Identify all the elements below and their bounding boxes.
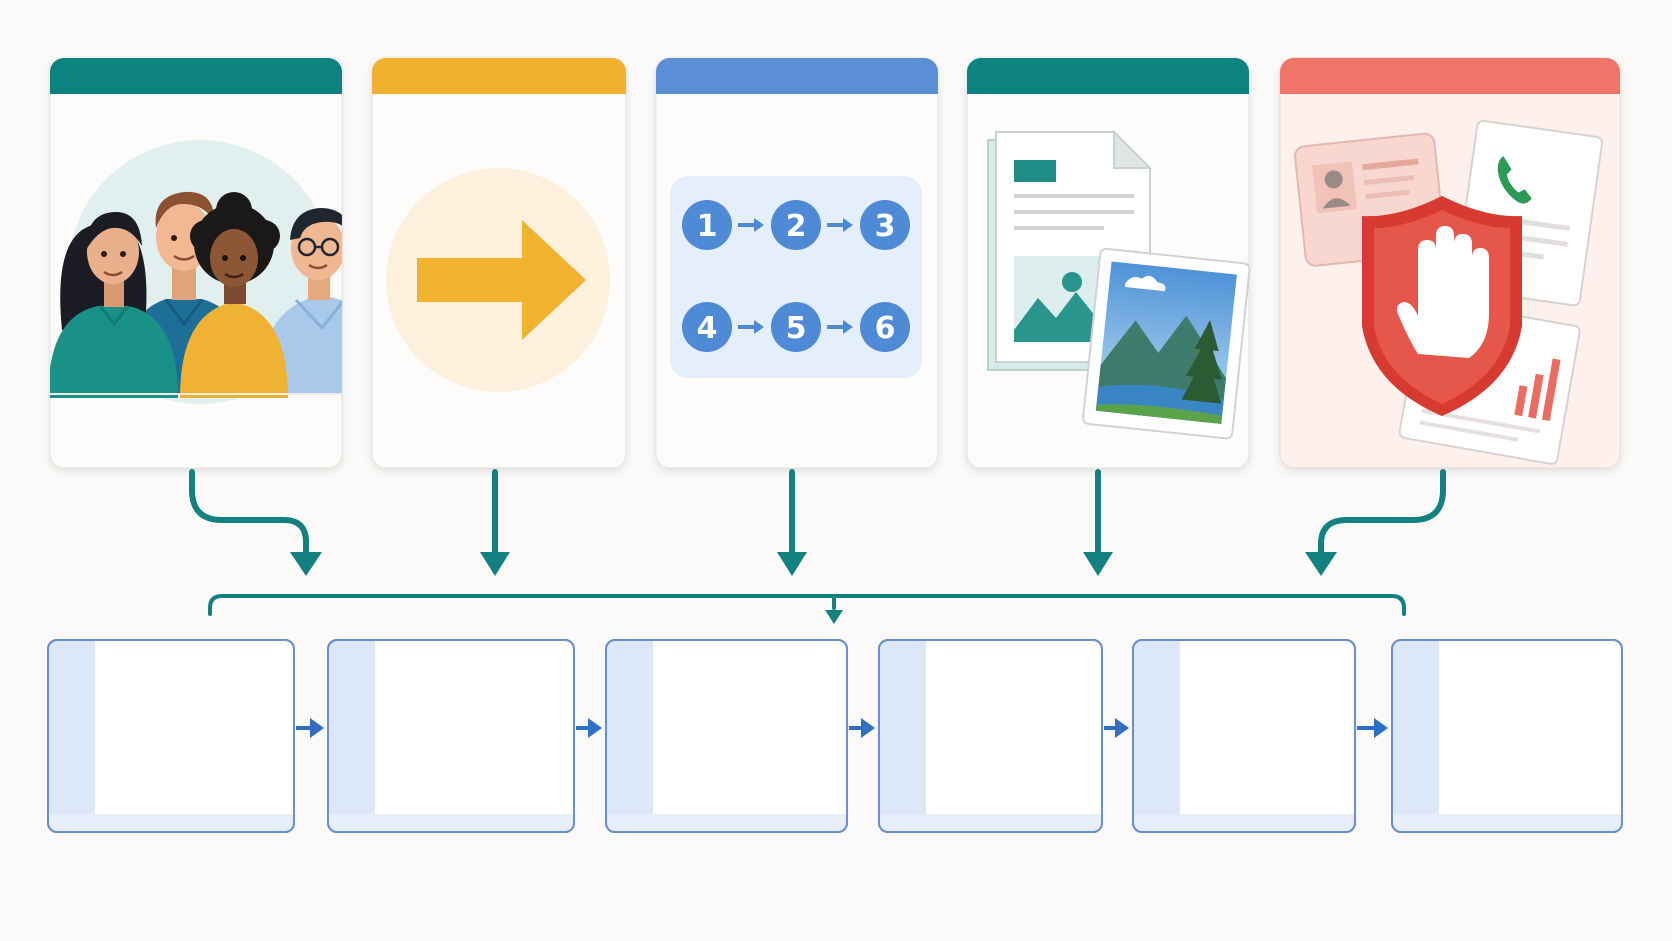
flow-box-outline <box>47 639 295 833</box>
card-header-bar <box>656 58 938 94</box>
connector-privacy <box>1318 469 1446 557</box>
flow-box-sidebar <box>49 641 95 816</box>
arrow-right-icon <box>386 168 610 392</box>
numbered-steps-icon: 1 2 3 4 5 6 <box>670 176 922 378</box>
arrowhead-arrow <box>480 552 510 576</box>
flow-box-outline <box>605 639 848 833</box>
person-glasses <box>258 208 342 395</box>
shield-stop-hand-icon <box>1362 196 1522 416</box>
arrowhead-merge <box>825 610 843 624</box>
flow-box-5 <box>1132 639 1356 833</box>
photo-icon <box>1082 247 1251 440</box>
step-circle <box>771 200 821 250</box>
flow-row <box>47 639 1623 833</box>
people-group-icon <box>50 140 342 404</box>
card-people-image-divider <box>50 393 342 395</box>
flow-box-sidebar <box>880 641 926 816</box>
step-circle <box>771 302 821 352</box>
person-woman-left <box>50 212 178 398</box>
arrowhead-people <box>290 552 322 576</box>
step-number: 3 <box>875 209 896 244</box>
flow-box-footer <box>1134 814 1354 831</box>
connector-lines <box>189 469 1446 616</box>
step-circle <box>682 200 732 250</box>
step-1: 1 <box>682 200 732 250</box>
flow-box-outline <box>1391 639 1623 833</box>
step-arrow-head <box>843 320 853 334</box>
flow-box-outline <box>327 639 575 833</box>
flow-box-2 <box>327 639 575 833</box>
card-header-bar <box>372 58 626 94</box>
step-number: 2 <box>786 209 807 244</box>
step-2: 2 <box>771 200 821 250</box>
privacy-shield-stop-icon <box>1294 119 1604 465</box>
person-woman-curly <box>180 192 288 398</box>
connector-arrowheads <box>290 552 1337 624</box>
step-3: 3 <box>860 200 910 250</box>
flow-arrow-head <box>1374 718 1388 738</box>
flow-box-footer <box>329 814 573 831</box>
step-number: 6 <box>875 311 896 346</box>
flow-arrow-head <box>1115 718 1129 738</box>
arrowhead-steps <box>777 552 807 576</box>
arrowhead-privacy <box>1305 552 1337 576</box>
flow-box-sidebar <box>1134 641 1180 816</box>
step-arrow-head <box>843 218 853 232</box>
connector-people <box>189 469 309 557</box>
merge-bracket <box>208 594 1406 616</box>
flow-box-sidebar <box>329 641 375 816</box>
flow-box-outline <box>1132 639 1356 833</box>
step-circle <box>860 200 910 250</box>
flow-box-3 <box>605 639 848 833</box>
flow-box-4 <box>878 639 1103 833</box>
step-arrow-head <box>754 320 764 334</box>
step-number: 1 <box>697 209 718 244</box>
flow-box-footer <box>49 814 293 831</box>
flow-box-sidebar <box>1393 641 1439 816</box>
flow-box-footer <box>880 814 1101 831</box>
step-4: 4 <box>682 302 732 352</box>
flow-box-sidebar <box>607 641 653 816</box>
step-number: 5 <box>786 311 807 346</box>
flow-arrow-head <box>310 718 324 738</box>
document-and-photo-icon <box>987 129 1251 440</box>
step-number: 4 <box>697 311 718 346</box>
card-header-bar <box>967 58 1249 94</box>
flow-box-6 <box>1391 639 1623 833</box>
arrowhead-media <box>1083 552 1113 576</box>
step-circle <box>682 302 732 352</box>
step-arrow-head <box>754 218 764 232</box>
step-6: 6 <box>860 302 910 352</box>
card-header-bar <box>50 58 342 94</box>
step-circle <box>860 302 910 352</box>
card-header-bar <box>1280 58 1620 94</box>
flow-box-outline <box>878 639 1103 833</box>
step-5: 5 <box>771 302 821 352</box>
flow-box-footer <box>1393 814 1621 831</box>
flow-arrow-head <box>861 718 875 738</box>
flow-box-1 <box>47 639 295 833</box>
flow-arrow-head <box>588 718 602 738</box>
flow-box-footer <box>607 814 846 831</box>
